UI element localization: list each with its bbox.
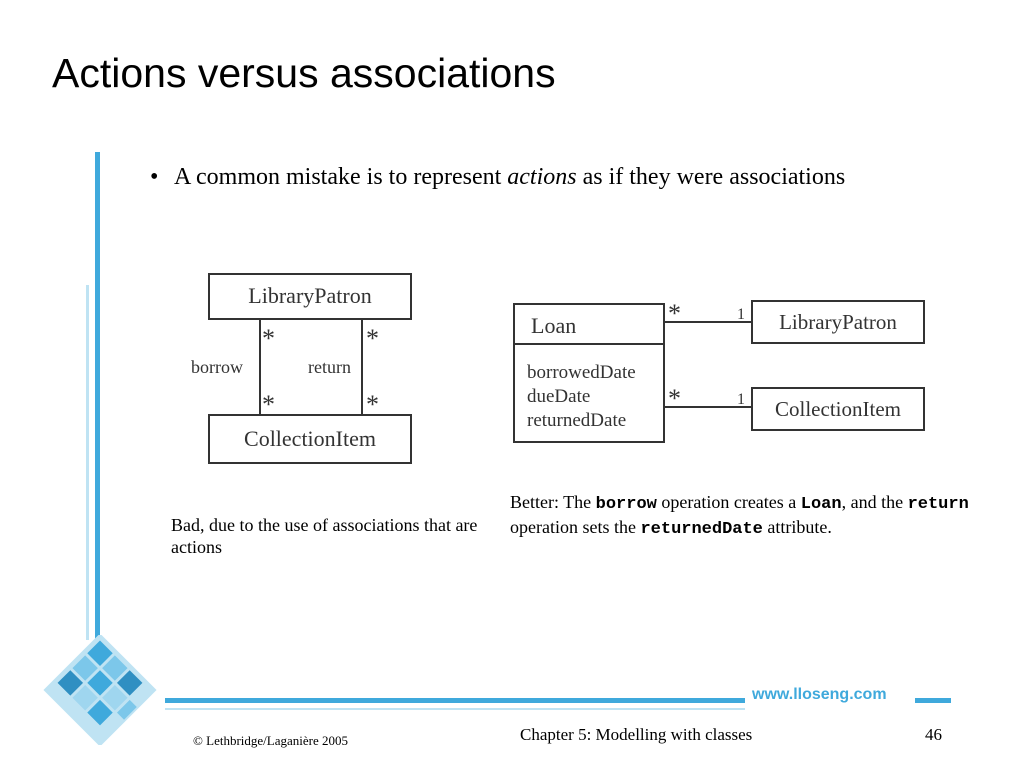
better-association-diagram: Loan borrowedDate dueDate returnedDate L… (513, 299, 925, 443)
footer-chapter: Chapter 5: Modelling with classes (520, 725, 753, 744)
multiplicity-patron-loan-side: * (668, 299, 681, 328)
bullet-point: • A common mistake is to represent actio… (150, 160, 945, 194)
multiplicity-right-bottom: * (366, 390, 379, 419)
page-number: 46 (925, 725, 942, 744)
slide-title: Actions versus associations (52, 50, 556, 96)
footer-accent-bar-light (165, 708, 745, 710)
collection-item-class-name: CollectionItem (244, 426, 376, 451)
multiplicity-patron-side: 1 (737, 306, 745, 323)
bullet-marker: • (150, 164, 159, 190)
bad-diagram-caption: Bad, due to the use of associations that… (171, 515, 478, 557)
left-accent-bar-light (86, 285, 89, 640)
collection-item-class-box (208, 414, 412, 464)
library-patron-class-name-right: LibraryPatron (779, 310, 897, 334)
bullet-text-start: A common mistake is to represent (174, 164, 508, 190)
bullet-text-end: as if they were associations (576, 164, 846, 190)
loan-class-name: Loan (531, 313, 576, 338)
borrow-association-label: borrow (191, 357, 243, 377)
footer-accent-bar-end (915, 698, 951, 703)
multiplicity-left-top: * (262, 324, 275, 353)
collection-item-class-box-right (751, 387, 925, 431)
loan-attribute-due-date: dueDate (527, 386, 590, 407)
library-patron-class-box (208, 273, 412, 320)
caption-code-loan: Loan (800, 495, 842, 514)
multiplicity-left-bottom: * (262, 390, 275, 419)
footer-accent-bar (165, 698, 745, 703)
caption-text-3: , and the (841, 492, 908, 512)
better-diagram-caption: Better: The borrow operation creates a L… (510, 491, 990, 541)
bullet-emphasis: actions (507, 164, 577, 190)
multiplicity-item-side: 1 (737, 391, 745, 408)
loan-attribute-borrowed-date: borrowedDate (527, 362, 636, 383)
caption-code-return: return (907, 495, 969, 514)
caption-text-1: Better: The (510, 492, 596, 512)
left-accent-bar (95, 152, 100, 652)
caption-code-returned-date: returnedDate (640, 520, 763, 539)
multiplicity-item-loan-side: * (668, 384, 681, 413)
caption-text-4: operation sets the (510, 517, 641, 537)
footer-url: www.lloseng.com (752, 686, 887, 703)
library-patron-class-box-right (751, 300, 925, 344)
caption-text-2: operation creates a (656, 492, 801, 512)
collection-item-class-name-right: CollectionItem (775, 397, 901, 421)
footer-copyright: © Lethbridge/Laganière 2005 (193, 733, 348, 748)
multiplicity-right-top: * (366, 324, 379, 353)
loan-class-box (513, 303, 665, 443)
bad-association-diagram: LibraryPatron CollectionItem * * * * bor… (191, 273, 412, 464)
tile-logo-icon (43, 635, 157, 745)
return-association-label: return (308, 357, 351, 377)
caption-code-borrow: borrow (595, 495, 657, 514)
caption-text-5: attribute. (762, 517, 832, 537)
loan-attribute-returned-date: returnedDate (527, 410, 626, 431)
library-patron-class-name: LibraryPatron (248, 283, 371, 308)
